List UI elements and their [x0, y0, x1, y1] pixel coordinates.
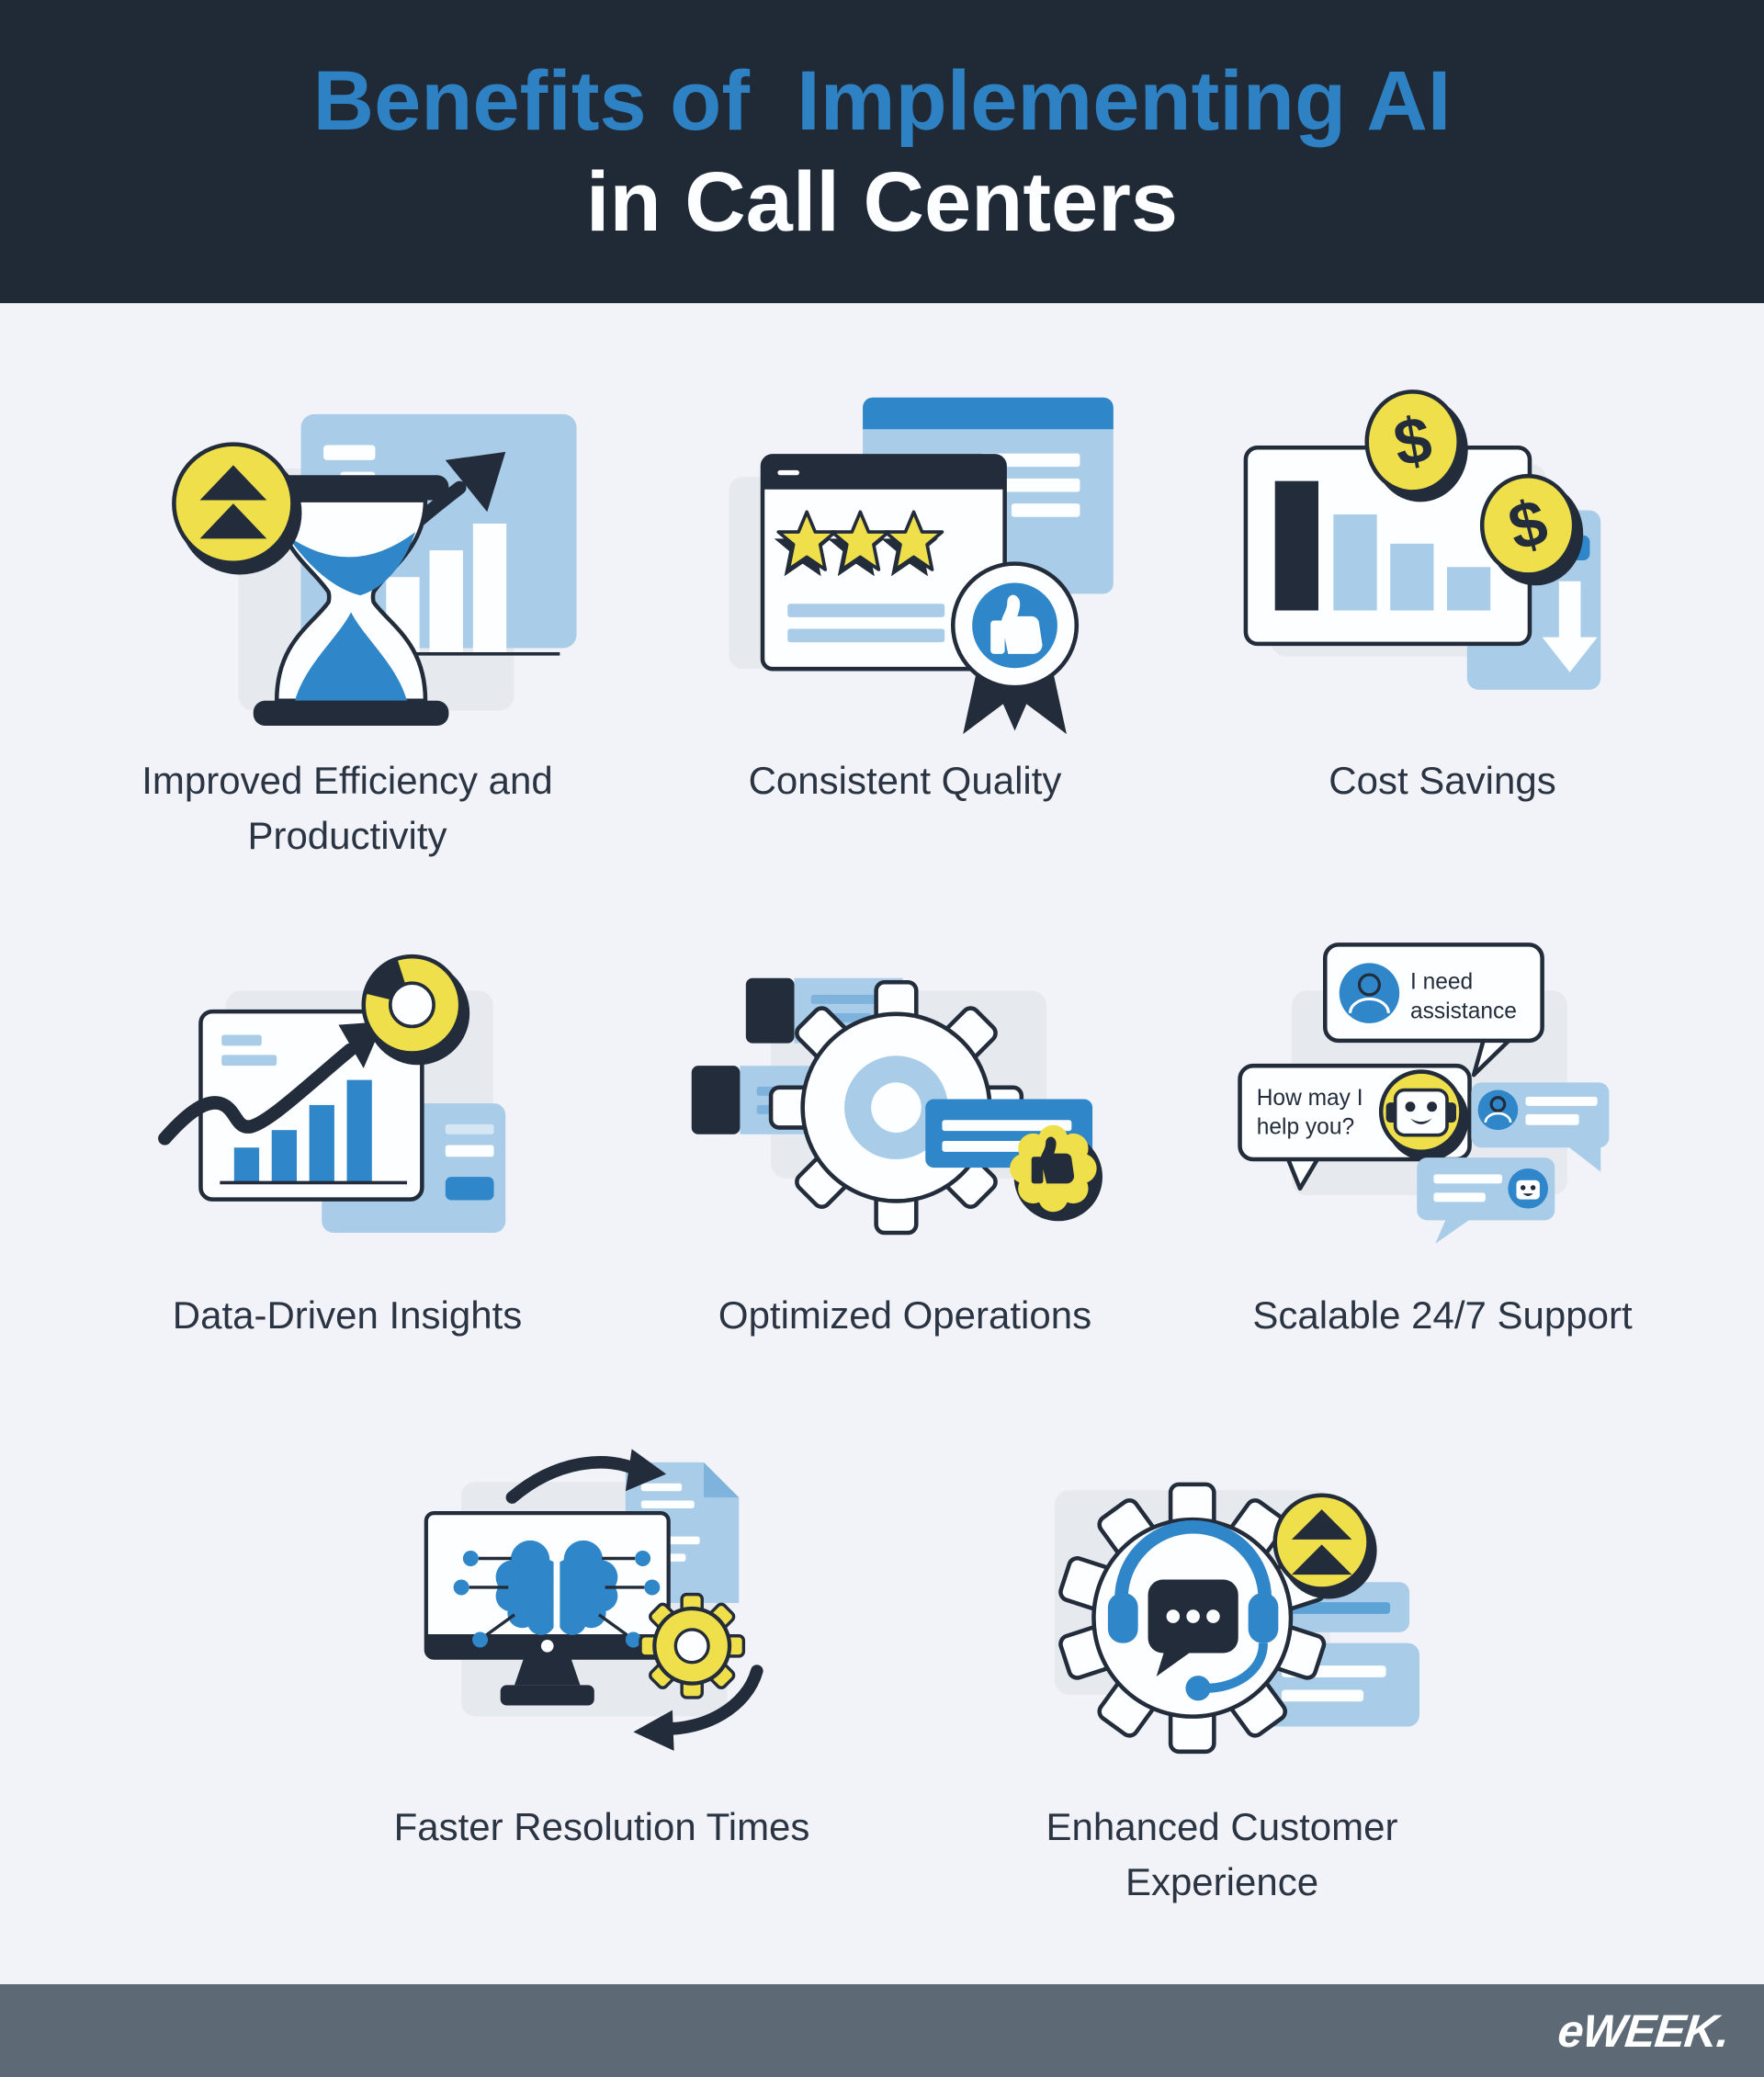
star-icon	[881, 510, 944, 577]
headset-bot-gear-icon	[988, 1419, 1455, 1787]
bot-chat-bubble	[1417, 1157, 1555, 1244]
user-speech-bubble: I need assistance	[1323, 943, 1545, 1078]
declining-bars-dollar-coins-icon: $ $	[1208, 377, 1676, 744]
gear-task-approval-icon	[671, 911, 1138, 1279]
benefit-scalable-support: I need assistance How may I help you?	[1194, 911, 1690, 1343]
upgrade-circle-icon	[1272, 1493, 1378, 1599]
circuit-nodes	[469, 1556, 644, 1637]
svg-text:assistance: assistance	[1410, 999, 1517, 1023]
support-bot-icon	[1108, 1520, 1279, 1701]
benefit-label: Consistent Quality	[748, 759, 1062, 802]
star-rating-award-badge-icon	[671, 377, 1138, 744]
benefit-label: Improved Efficiency and Productivity	[141, 759, 553, 857]
analytics-chart-donut-icon	[113, 911, 581, 1279]
benefit-label: Faster Resolution Times	[393, 1805, 810, 1848]
bot-speech-bubble: How may I help you?	[1238, 1063, 1473, 1191]
benefit-label: Scalable 24/7 Support	[1252, 1293, 1633, 1337]
header-banner: Benefits of Implementing AI in Call Cent…	[0, 0, 1764, 303]
footer-bar: eWEEK.	[0, 1984, 1764, 2077]
donut-chart-icon	[361, 954, 470, 1066]
title-line-1: Benefits of Implementing AI	[312, 54, 1452, 148]
chatbot-conversation-icon: I need assistance How may I help you?	[1208, 911, 1676, 1279]
benefit-faster-resolution: Faster Resolution Times	[354, 1419, 850, 1855]
benefit-cost-savings: $ $ Cost Savings	[1194, 377, 1690, 808]
thumbs-up-badge-icon	[1010, 1124, 1103, 1222]
benefit-optimized-operations: Optimized Operations	[657, 911, 1153, 1343]
benefit-label: Data-Driven Insights	[172, 1293, 523, 1337]
benefit-data-driven-insights: Data-Driven Insights	[99, 911, 595, 1343]
eweek-logo: eWEEK.	[1555, 2005, 1732, 2057]
benefit-consistent-quality: Consistent Quality	[657, 377, 1153, 808]
star-icon	[775, 510, 838, 577]
benefit-enhanced-experience: Enhanced Customer Experience	[974, 1419, 1470, 1909]
benefit-label: Enhanced Customer Experience	[1046, 1805, 1398, 1903]
ai-brain-monitor-sync-icon	[368, 1419, 837, 1787]
dollar-coin-icon: $	[1480, 473, 1584, 586]
hourglass-growth-chart-icon	[113, 377, 581, 744]
award-badge-icon	[951, 561, 1080, 735]
benefit-label: Optimized Operations	[718, 1293, 1092, 1337]
svg-text:I need: I need	[1410, 970, 1473, 995]
svg-text:help you?: help you?	[1257, 1115, 1354, 1140]
svg-text:How may I: How may I	[1257, 1086, 1363, 1111]
benefit-improved-efficiency: Improved Efficiency and Productivity	[99, 377, 595, 863]
star-icon	[828, 510, 891, 577]
benefit-label: Cost Savings	[1329, 759, 1556, 802]
gear-icon	[638, 1592, 745, 1699]
dollar-coin-icon: $	[1364, 389, 1469, 502]
title-line-2: in Call Centers	[585, 155, 1179, 249]
